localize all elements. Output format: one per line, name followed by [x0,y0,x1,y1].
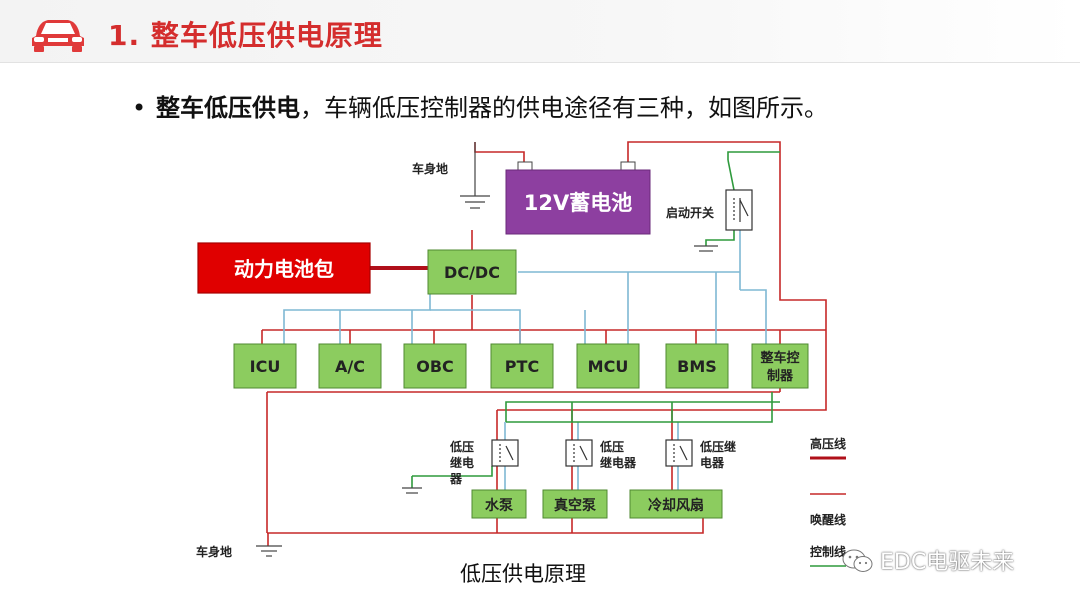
legend-wake-label: 唤醒线 [810,512,846,527]
power-pack-label: 动力电池包 [234,257,334,281]
battery-12v-label: 12V蓄电池 [524,191,632,215]
ecu-label-bms: BMS [677,357,717,376]
relay3-line1: 低压继 [699,439,736,454]
wechat-icon [842,549,873,572]
intro-bold: 整车低压供电 [156,94,300,122]
ground-bottom-label: 车身地 [196,544,232,559]
vcu-box [751,343,809,389]
load-label-pump: 水泵 [485,497,513,514]
ecu-box-ac [318,343,382,389]
relay-2 [565,439,593,467]
power-pack-box [197,242,371,294]
relay1-line1: 低压 [449,439,474,454]
ground-bottom [256,545,282,557]
load-label-vacuum: 真空泵 [554,497,596,514]
diagram-caption: 低压供电原理 [460,562,586,586]
relay3-line2: 电器 [700,455,725,470]
ecu-box-obc [403,343,467,389]
load-box-fan [629,489,723,519]
ecu-box-bms [665,343,729,389]
car-icon [32,20,84,52]
relay-3 [665,439,693,467]
relay1-line3: 器 [449,472,463,486]
control-lines [411,151,780,488]
ecu-label-mcu: MCU [588,357,629,376]
legend-ctrl-label: 控制线 [810,544,846,559]
vcu-label-line2: 制器 [767,368,794,384]
page-title: 1. 整车低压供电原理 [108,19,383,52]
intro-rest: ，车辆低压控制器的供电途径有三种，如图所示。 [300,94,828,122]
ecu-label-ptc: PTC [505,357,539,376]
intro-text: • 整车低压供电，车辆低压控制器的供电途径有三种，如图所示。 [132,88,828,123]
ecu-label-icu: ICU [250,357,281,376]
ground-switch [694,245,718,252]
bullet: • [132,94,147,122]
load-label-fan: 冷却风扇 [648,497,704,514]
start-switch [725,189,753,231]
ground-relay [402,487,422,494]
ecu-box-mcu [576,343,640,389]
ecu-row: ICU A/C OBC PTC MCU BMS 整车控 制器 [233,343,809,389]
load-box-pump [471,489,527,519]
battery-terminal-right [620,161,636,171]
battery-12v-box [505,169,651,235]
ground-top-label: 车身地 [412,161,448,176]
ground-top [460,142,490,209]
supply-lines [283,230,767,490]
battery-terminal-left [517,161,533,171]
relay2-line1: 低压 [599,439,624,454]
start-switch-label: 启动开关 [666,205,714,220]
ecu-box-ptc [490,343,554,389]
relay-1 [491,439,519,467]
legend: 高压线 唤醒线 控制线 [810,436,846,567]
legend-hv-label: 高压线 [810,436,846,451]
header-bar [0,0,1080,63]
load-box-vacuum [542,489,608,519]
ecu-label-obc: OBC [416,357,454,376]
dcdc-label: DC/DC [444,263,500,282]
vcu-label-line1: 整车控 [759,350,799,366]
dcdc-box [427,249,517,295]
ecu-box-icu [233,343,297,389]
relay2-line2: 继电器 [600,455,637,470]
relay1-line2: 继电 [450,455,474,470]
ecu-label-ac: A/C [335,357,365,376]
watermark-text: EDC电驱未来 [880,550,1015,575]
